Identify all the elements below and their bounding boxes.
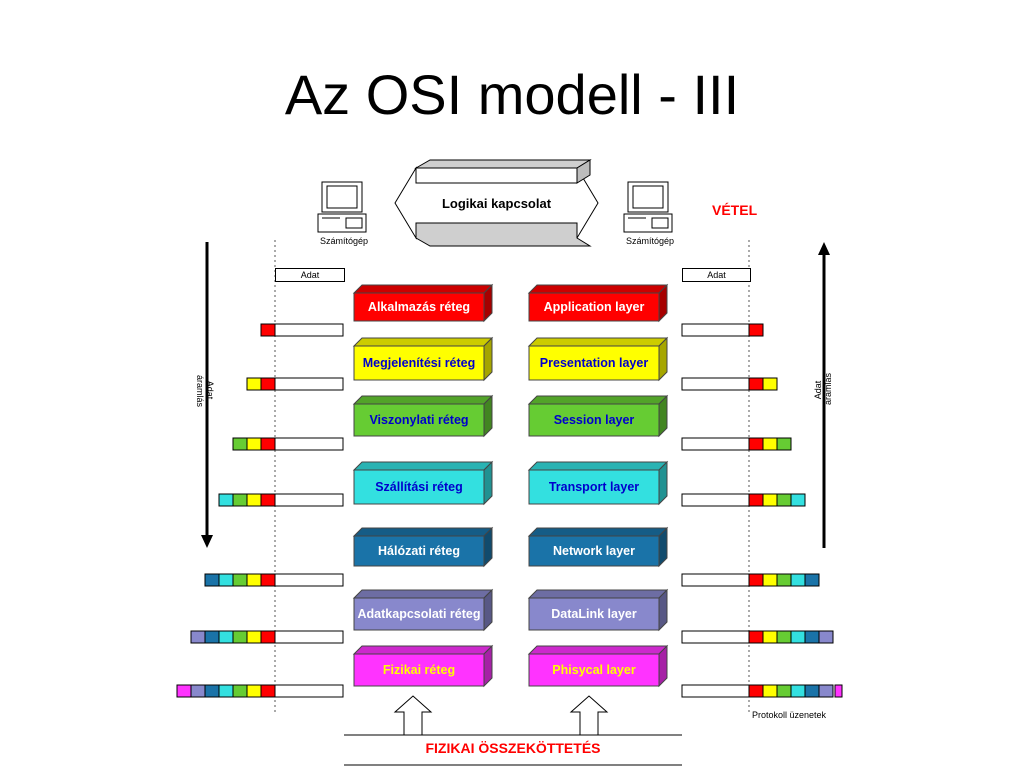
layer-block-presentation-left [352,336,494,382]
protocol-stack-left-1 [260,323,344,337]
protocol-messages-label: Protokoll üzenetek [752,710,827,720]
layer-label-datalink-left: Adatkapcsolati réteg [357,606,481,621]
layer-label-network-left: Hálózati réteg [378,543,460,558]
layer-label-transport-right: Transport layer [548,479,640,494]
layer-block-presentation-right [527,336,669,382]
protocol-stack-right-2 [681,377,778,391]
physical-up-arrow-left [393,695,433,736]
protocol-stack-left-2 [246,377,344,391]
protocol-stack-right-7 [681,684,843,698]
layer-block-physical-left [352,644,494,688]
flow-arrow-down [201,242,213,548]
protocol-stack-right-1 [681,323,764,337]
flow-arrow-up [818,242,830,548]
protocol-stack-right-4 [681,493,806,507]
logical-connection-arrow [394,159,599,247]
layer-block-datalink-right [527,588,669,632]
protocol-stack-left-7 [176,684,344,698]
layer-label-application-left: Alkalmazás réteg [367,299,471,314]
protocol-stack-right-5 [681,573,820,587]
physical-connection-label: FIZIKAI ÖSSZEKÖTTETÉS [425,740,601,756]
protocol-stack-left-5 [204,573,344,587]
protocol-stack-left-6 [190,630,344,644]
layer-label-datalink-right: DataLink layer [551,606,637,621]
logical-connection-label: Logikai kapcsolat [441,196,552,211]
computer-icon-right [623,181,673,233]
vetel-label: VÉTEL [712,202,758,218]
layer-block-application-right [527,283,669,323]
layer-label-transport-left: Szállítási réteg [375,479,463,494]
computer-icon-left [317,181,367,233]
layer-block-physical-right [527,644,669,688]
layer-label-presentation-left: Megjelenítési réteg [362,355,476,370]
layer-block-session-right [527,394,669,438]
layer-label-presentation-right: Presentation layer [539,355,649,370]
protocol-stack-left-3 [232,437,344,451]
protocol-stack-right-6 [681,630,834,644]
physical-up-arrow-right [569,695,609,736]
layer-block-datalink-left [352,588,494,632]
adat-box-right: Adat [682,268,751,282]
layer-block-network-left [352,526,494,568]
protocol-stack-left-4 [218,493,344,507]
layer-block-network-right [527,526,669,568]
layer-label-network-right: Network layer [553,543,635,558]
layer-block-transport-left [352,460,494,506]
layer-label-application-right: Application layer [543,299,645,314]
protocol-stack-right-3 [681,437,792,451]
page-title: Az OSI modell - III [284,63,740,126]
layer-block-transport-right [527,460,669,506]
layer-label-session-right: Session layer [553,412,635,427]
layer-block-application-left [352,283,494,323]
adat-box-left: Adat [275,268,345,282]
layer-label-session-left: Viszonylati réteg [369,412,469,427]
layer-label-physical-left: Fizikai réteg [382,662,456,677]
layer-label-physical-right: Phisycal layer [552,662,636,677]
computer-label-right: Számítógép [625,236,675,246]
layer-block-session-left [352,394,494,438]
computer-label-left: Számítógép [319,236,369,246]
